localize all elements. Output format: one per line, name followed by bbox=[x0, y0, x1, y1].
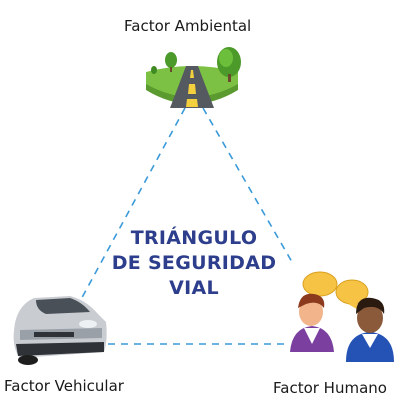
edge-ambiental-vehicular bbox=[71, 107, 186, 317]
road-landscape-icon bbox=[146, 47, 241, 108]
title-line: VIAL bbox=[169, 277, 219, 299]
node-label-ambiental: Factor Ambiental bbox=[124, 17, 252, 35]
diagram-title: TRIÁNGULO DE SEGURIDAD VIAL bbox=[104, 226, 284, 301]
node-label-vehicular: Factor Vehicular bbox=[4, 377, 124, 395]
title-line: DE SEGURIDAD bbox=[111, 252, 277, 274]
title-line: TRIÁNGULO bbox=[130, 227, 258, 249]
triangle-edges bbox=[71, 107, 293, 345]
people-talking-icon bbox=[290, 271, 394, 362]
edge-ambiental-humano bbox=[202, 107, 293, 263]
node-label-humano: Factor Humano bbox=[273, 379, 387, 397]
car-icon bbox=[13, 296, 107, 365]
